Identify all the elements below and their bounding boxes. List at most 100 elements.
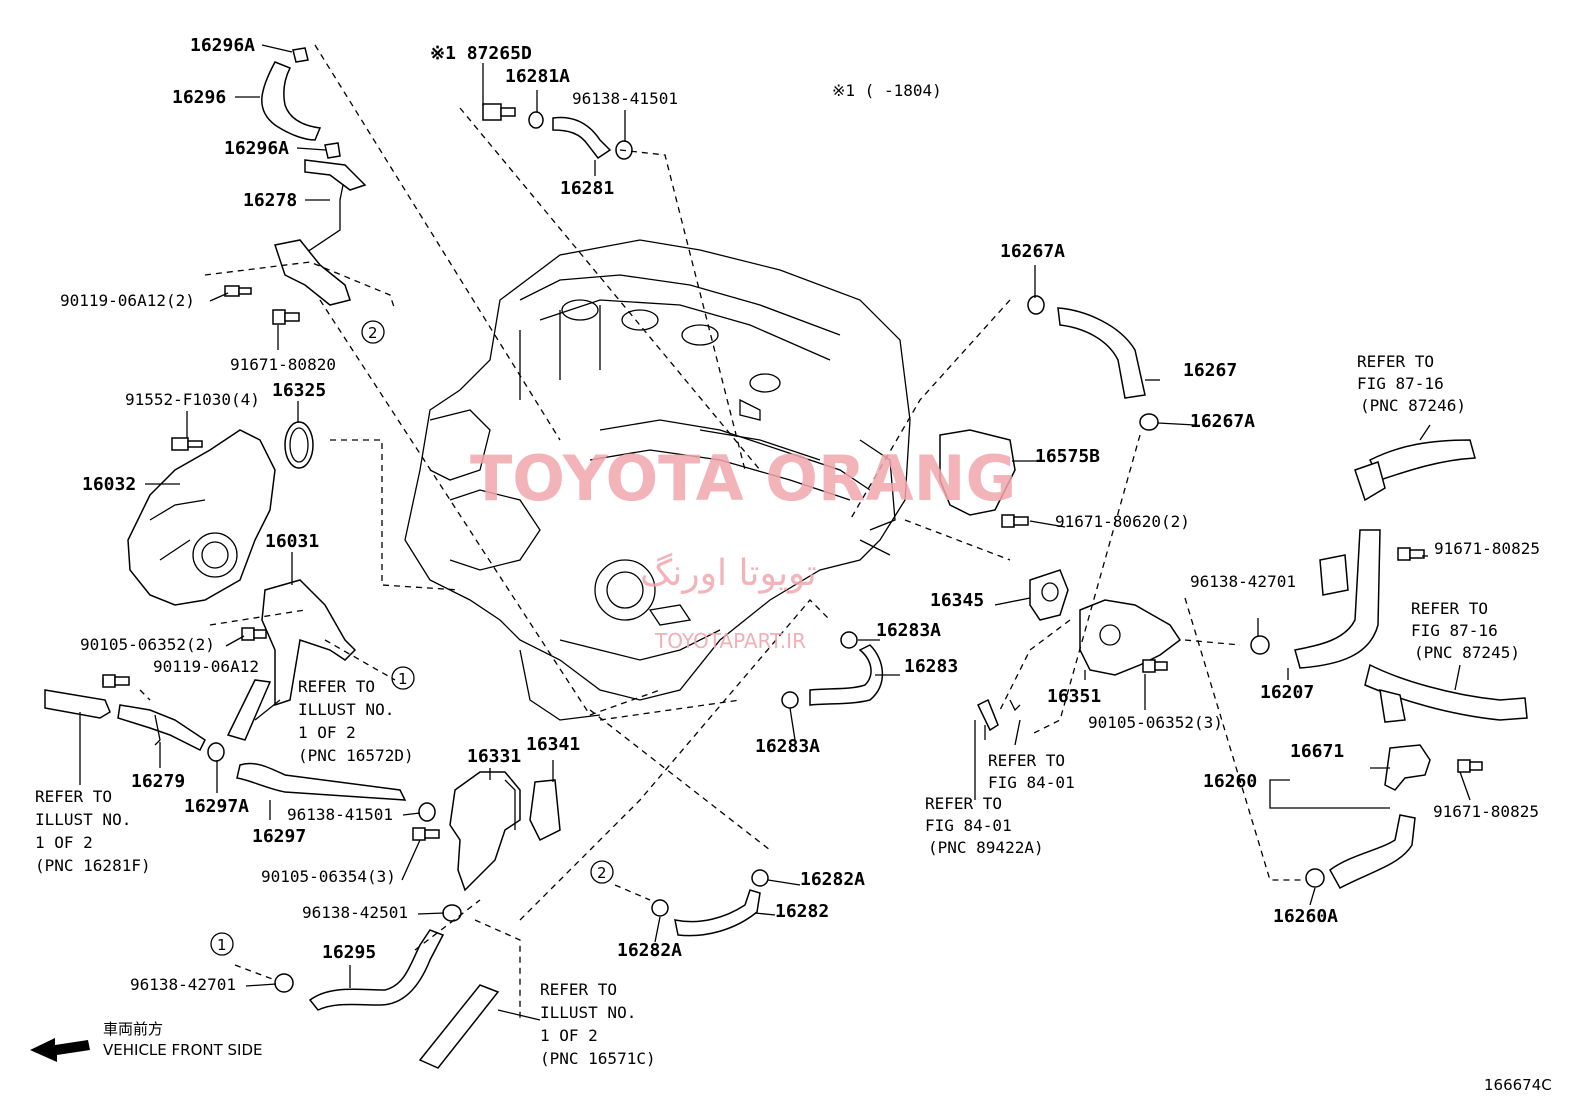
bolt-90119-06A12-2 [224, 285, 252, 297]
label-91671-80825-bottom: 91671-80825 [1433, 802, 1539, 821]
label-16278: 16278 [243, 190, 297, 211]
label-16282A-bottom: 16282A [617, 940, 682, 961]
clamp-16282A-bottom [651, 899, 669, 917]
refer-16281F: REFER TO ILLUST NO. 1 OF 2 (PNC 16281F) [35, 787, 151, 875]
hose-refer-16571C [418, 984, 500, 1069]
pipe-16207 [1294, 529, 1381, 669]
clamp-96138-42501 [442, 904, 462, 922]
clamp-96138-42701-low [274, 973, 294, 993]
hose-refer-87246 [1368, 439, 1476, 481]
label-16283A-bottom: 16283A [755, 736, 820, 757]
label-16296: 16296 [172, 87, 226, 108]
arrow-left-icon [30, 1038, 90, 1062]
svg-text:REFER TO: REFER TO [540, 980, 617, 999]
label-96138-41501-top: 96138-41501 [572, 89, 678, 108]
label-16031: 16031 [265, 531, 319, 552]
label-90105-06352-3: 90105-06352(3) [1088, 713, 1223, 732]
clamp-16296A-top [292, 47, 309, 63]
hose-16282 [674, 889, 761, 937]
label-16351: 16351 [1047, 686, 1101, 707]
label-91552-F1030: 91552-F1030(4) [125, 390, 260, 409]
part-labels: 16296A 16296 16296A 16278 90119-06A12(2)… [60, 35, 1540, 994]
label-90105-06352-2: 90105-06352(2) [80, 635, 215, 654]
bolt-91671-80820 [272, 309, 300, 325]
marker-1-mid: 1 [391, 666, 415, 690]
svg-text:REFER TO: REFER TO [1357, 352, 1434, 371]
clamp-16283A-top [840, 631, 858, 649]
leader-lines [79, 44, 1471, 1021]
hose-16267 [1057, 307, 1146, 399]
hose-refer-16281F [44, 689, 111, 719]
diagram-code: 166674C [1484, 1076, 1552, 1094]
svg-text:ILLUST NO.: ILLUST NO. [540, 1003, 636, 1022]
refer-84-01-b: REFER TO FIG 84-01 (PNC 89422A) [925, 794, 1044, 857]
label-16267A-bottom: 16267A [1190, 411, 1255, 432]
gasket-16341 [529, 779, 561, 842]
label-16297A: 16297A [184, 796, 249, 817]
svg-text:(PNC 16571C): (PNC 16571C) [540, 1049, 656, 1068]
label-96138-42501: 96138-42501 [302, 903, 408, 922]
label-96138-42701-right: 96138-42701 [1190, 572, 1296, 591]
svg-text:1 OF 2: 1 OF 2 [35, 833, 93, 852]
refer-87245: REFER TO FIG 87-16 (PNC 87245) [1411, 599, 1520, 662]
sensor-89422A [977, 698, 999, 732]
svg-text:2: 2 [368, 324, 378, 342]
label-16282A-top: 16282A [800, 869, 865, 890]
svg-text:FIG 87-16: FIG 87-16 [1411, 621, 1498, 640]
bolt-90105-06354 [412, 827, 440, 841]
svg-text:1 OF 2: 1 OF 2 [540, 1026, 598, 1045]
label-91671-80820: 91671-80820 [230, 355, 336, 374]
label-16325: 16325 [272, 380, 326, 401]
svg-text:FIG 87-16: FIG 87-16 [1357, 374, 1444, 393]
pipe-16279 [117, 704, 206, 752]
hose-16296 [261, 61, 322, 141]
bolt-91671-80620 [1001, 514, 1029, 528]
svg-text:(PNC 16281F): (PNC 16281F) [35, 856, 151, 875]
clamp-16267A-top [1027, 295, 1045, 315]
svg-text:FIG 84-01: FIG 84-01 [988, 773, 1075, 792]
dashed-guide-lines [139, 44, 1305, 1020]
front-label-en: VEHICLE FRONT SIDE [103, 1041, 263, 1059]
label-16207: 16207 [1260, 682, 1314, 703]
label-96138-41501-low: 96138-41501 [287, 805, 393, 824]
housing-16331 [449, 771, 521, 892]
label-16283: 16283 [904, 656, 958, 677]
bypass-87265D [482, 103, 516, 121]
svg-text:REFER TO: REFER TO [1411, 599, 1488, 618]
label-91671-80620: 91671-80620(2) [1055, 512, 1190, 531]
label-90119-06A12: 90119-06A12 [153, 657, 259, 676]
marker-2-left: 2 [361, 320, 385, 344]
date-note: ※1 ( -1804) [832, 81, 942, 100]
label-16296A-bottom: 16296A [224, 138, 289, 159]
clamp-16267A-bottom [1139, 413, 1159, 431]
label-87265D: ※1 87265D [430, 43, 532, 64]
bolt-90105-06352-3 [1142, 659, 1168, 673]
hose-refer-16572D [226, 679, 272, 741]
water-outlet-16351 [1079, 599, 1182, 676]
clamp-16281A [528, 111, 544, 129]
refer-87246: REFER TO FIG 87-16 (PNC 87246) [1357, 352, 1466, 415]
clamp-16260A [1305, 868, 1325, 888]
label-16279: 16279 [131, 771, 185, 792]
label-16296A-top: 16296A [190, 35, 255, 56]
clamp-16283A-bottom [781, 691, 799, 709]
hose-16283 [809, 644, 884, 706]
label-16032: 16032 [82, 474, 136, 495]
water-inlet-16031 [261, 579, 357, 707]
hose-16260 [1329, 814, 1416, 890]
refer-84-01-a: REFER TO FIG 84-01 [988, 751, 1075, 792]
watermark-persian: تویوتا اورنگ [640, 552, 817, 594]
label-16283A-top: 16283A [876, 620, 941, 641]
gasket-16325 [284, 421, 314, 469]
label-16341: 16341 [526, 734, 580, 755]
bolt-91671-80825-bottom [1457, 759, 1483, 773]
label-16267: 16267 [1183, 360, 1237, 381]
svg-text:2: 2 [597, 864, 607, 882]
label-16260A: 16260A [1273, 906, 1338, 927]
svg-text:(PNC 16572D): (PNC 16572D) [298, 746, 414, 765]
svg-text:(PNC 87246): (PNC 87246) [1360, 396, 1466, 415]
svg-text:ILLUST NO.: ILLUST NO. [298, 700, 394, 719]
connector-16671 [1384, 744, 1431, 791]
svg-text:REFER TO: REFER TO [925, 794, 1002, 813]
